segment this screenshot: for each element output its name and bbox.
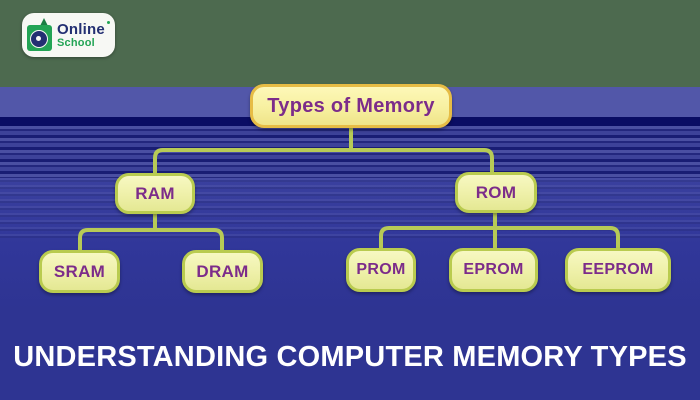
connector-ram-branch — [78, 228, 224, 251]
logo-line2: School — [57, 36, 95, 49]
online-school-logo: Online School — [22, 13, 115, 57]
node-rom: ROM — [455, 172, 537, 213]
node-eprom: EPROM — [449, 248, 538, 292]
logo-donut-shape — [30, 30, 48, 48]
trademark-dot-icon — [106, 20, 110, 24]
node-dram: DRAM — [182, 250, 263, 293]
connector-root-branch — [153, 148, 494, 174]
node-types-of-memory: Types of Memory — [250, 84, 452, 128]
logo-line1: Online — [57, 20, 110, 37]
droplet-donut-icon — [27, 18, 53, 52]
node-ram: RAM — [115, 173, 195, 214]
node-prom: PROM — [346, 248, 416, 292]
top-background-band — [0, 0, 700, 87]
logo-text: Online School — [57, 20, 110, 49]
page-title: UNDERSTANDING COMPUTER MEMORY TYPES — [13, 341, 687, 373]
node-sram: SRAM — [39, 250, 120, 293]
connector-rom-branch — [379, 226, 620, 249]
node-eeprom: EEPROM — [565, 248, 671, 292]
